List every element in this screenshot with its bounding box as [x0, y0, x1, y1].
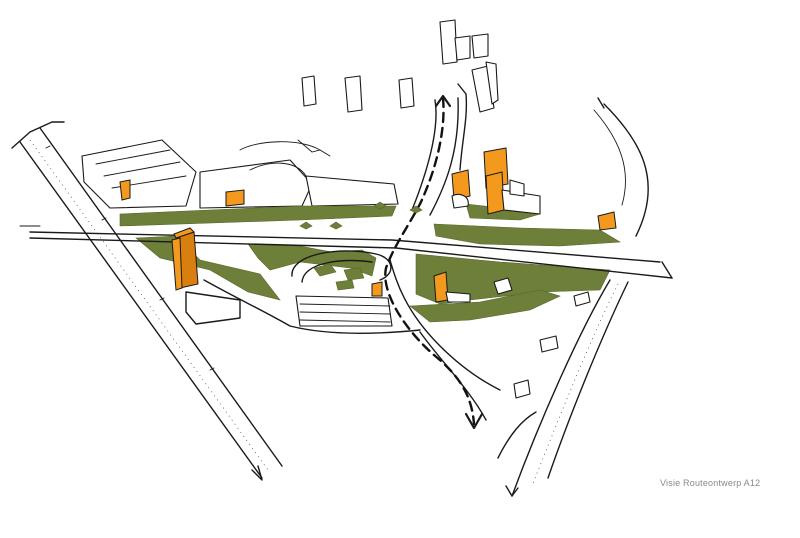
left-diagonal-road [11, 121, 283, 481]
sketch-caption: Visie Routeontwerp A12 [660, 478, 761, 488]
central-plaza [185, 250, 501, 421]
commercial-block [81, 139, 399, 209]
highlighted-buildings [171, 147, 617, 303]
tree-clusters [299, 201, 423, 230]
dashed-route [384, 94, 484, 430]
background-towers [301, 19, 499, 113]
right-diagonal-roads [497, 279, 629, 497]
north-roads [411, 83, 649, 237]
